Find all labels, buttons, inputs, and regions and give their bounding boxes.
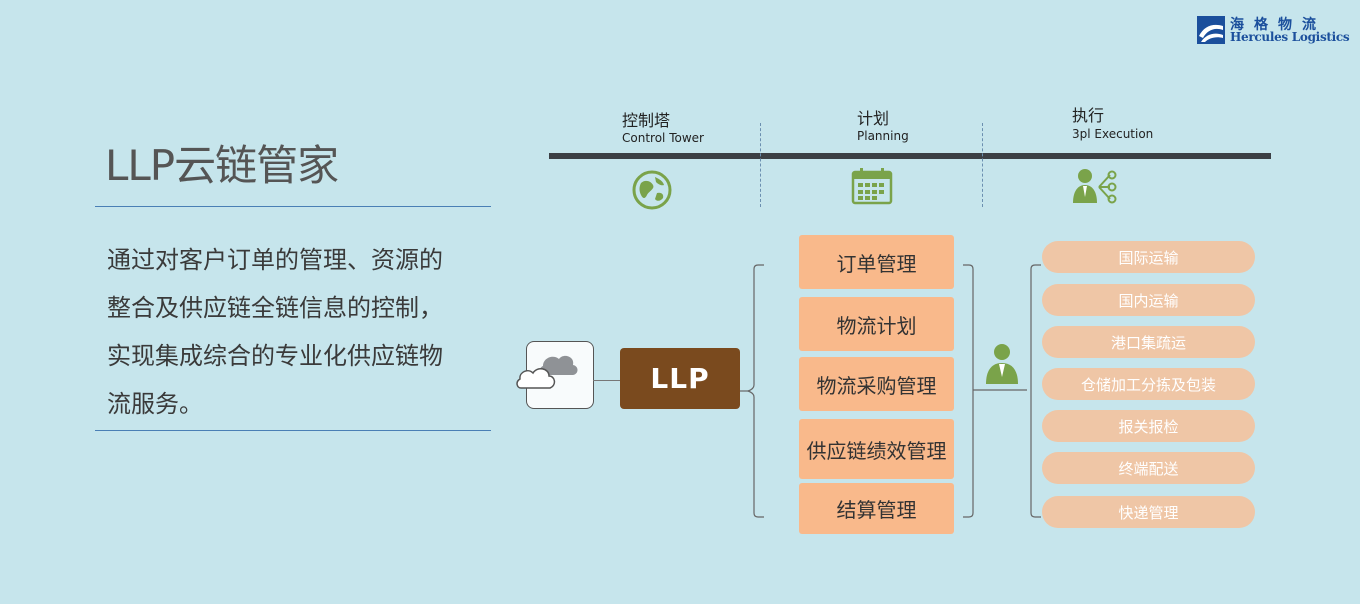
- calendar-icon: [851, 168, 893, 205]
- company-logo: 海格物流 Hercules Logistics: [1197, 15, 1352, 47]
- module-logistics-planning: 物流计划: [799, 297, 954, 351]
- stage-execution-cn: 执行: [1072, 106, 1105, 125]
- logo-wave-icon: [1197, 16, 1225, 44]
- timeline-divider: [982, 123, 983, 207]
- service-customs: 报关报检: [1042, 410, 1255, 442]
- service-express-management: 快递管理: [1042, 496, 1255, 528]
- module-performance-management: 供应链绩效管理: [799, 419, 954, 479]
- service-terminal-delivery: 终端配送: [1042, 452, 1255, 484]
- llp-box: LLP: [620, 348, 740, 409]
- cloud-llp-connector: [593, 380, 621, 381]
- service-port-collection: 港口集疏运: [1042, 326, 1255, 358]
- service-domestic-transport: 国内运输: [1042, 284, 1255, 316]
- description-divider: [95, 430, 491, 431]
- person-network-icon: [1073, 169, 1117, 204]
- globe-icon: [632, 170, 672, 210]
- services-bracket: [963, 264, 1041, 518]
- person-icon: [986, 344, 1018, 384]
- service-international-transport: 国际运输: [1042, 241, 1255, 273]
- module-order-management: 订单管理: [799, 235, 954, 289]
- timeline-divider: [760, 123, 761, 207]
- stage-control-tower-cn: 控制塔: [622, 111, 671, 130]
- page-title: LLP云链管家: [105, 141, 339, 190]
- stage-planning-en: Planning: [857, 129, 909, 143]
- modules-bracket: [740, 264, 764, 518]
- logo-en-text: Hercules Logistics: [1230, 30, 1350, 44]
- service-warehousing: 仓储加工分拣及包装: [1042, 368, 1255, 400]
- timeline-bar: [549, 153, 1271, 159]
- description-text: 通过对客户订单的管理、资源的整合及供应链全链信息的控制，实现集成综合的专业化供应…: [107, 246, 443, 418]
- module-procurement-management: 物流采购管理: [799, 357, 954, 411]
- stage-execution-en: 3pl Execution: [1072, 127, 1154, 141]
- logo-cn-text: 海格物流: [1230, 17, 1326, 33]
- stage-control-tower-en: Control Tower: [622, 131, 704, 145]
- cloud-box: [516, 341, 594, 409]
- title-divider: [95, 206, 491, 207]
- stage-planning-cn: 计划: [857, 109, 890, 128]
- module-settlement-management: 结算管理: [799, 483, 954, 534]
- cloud-icon: [516, 355, 578, 389]
